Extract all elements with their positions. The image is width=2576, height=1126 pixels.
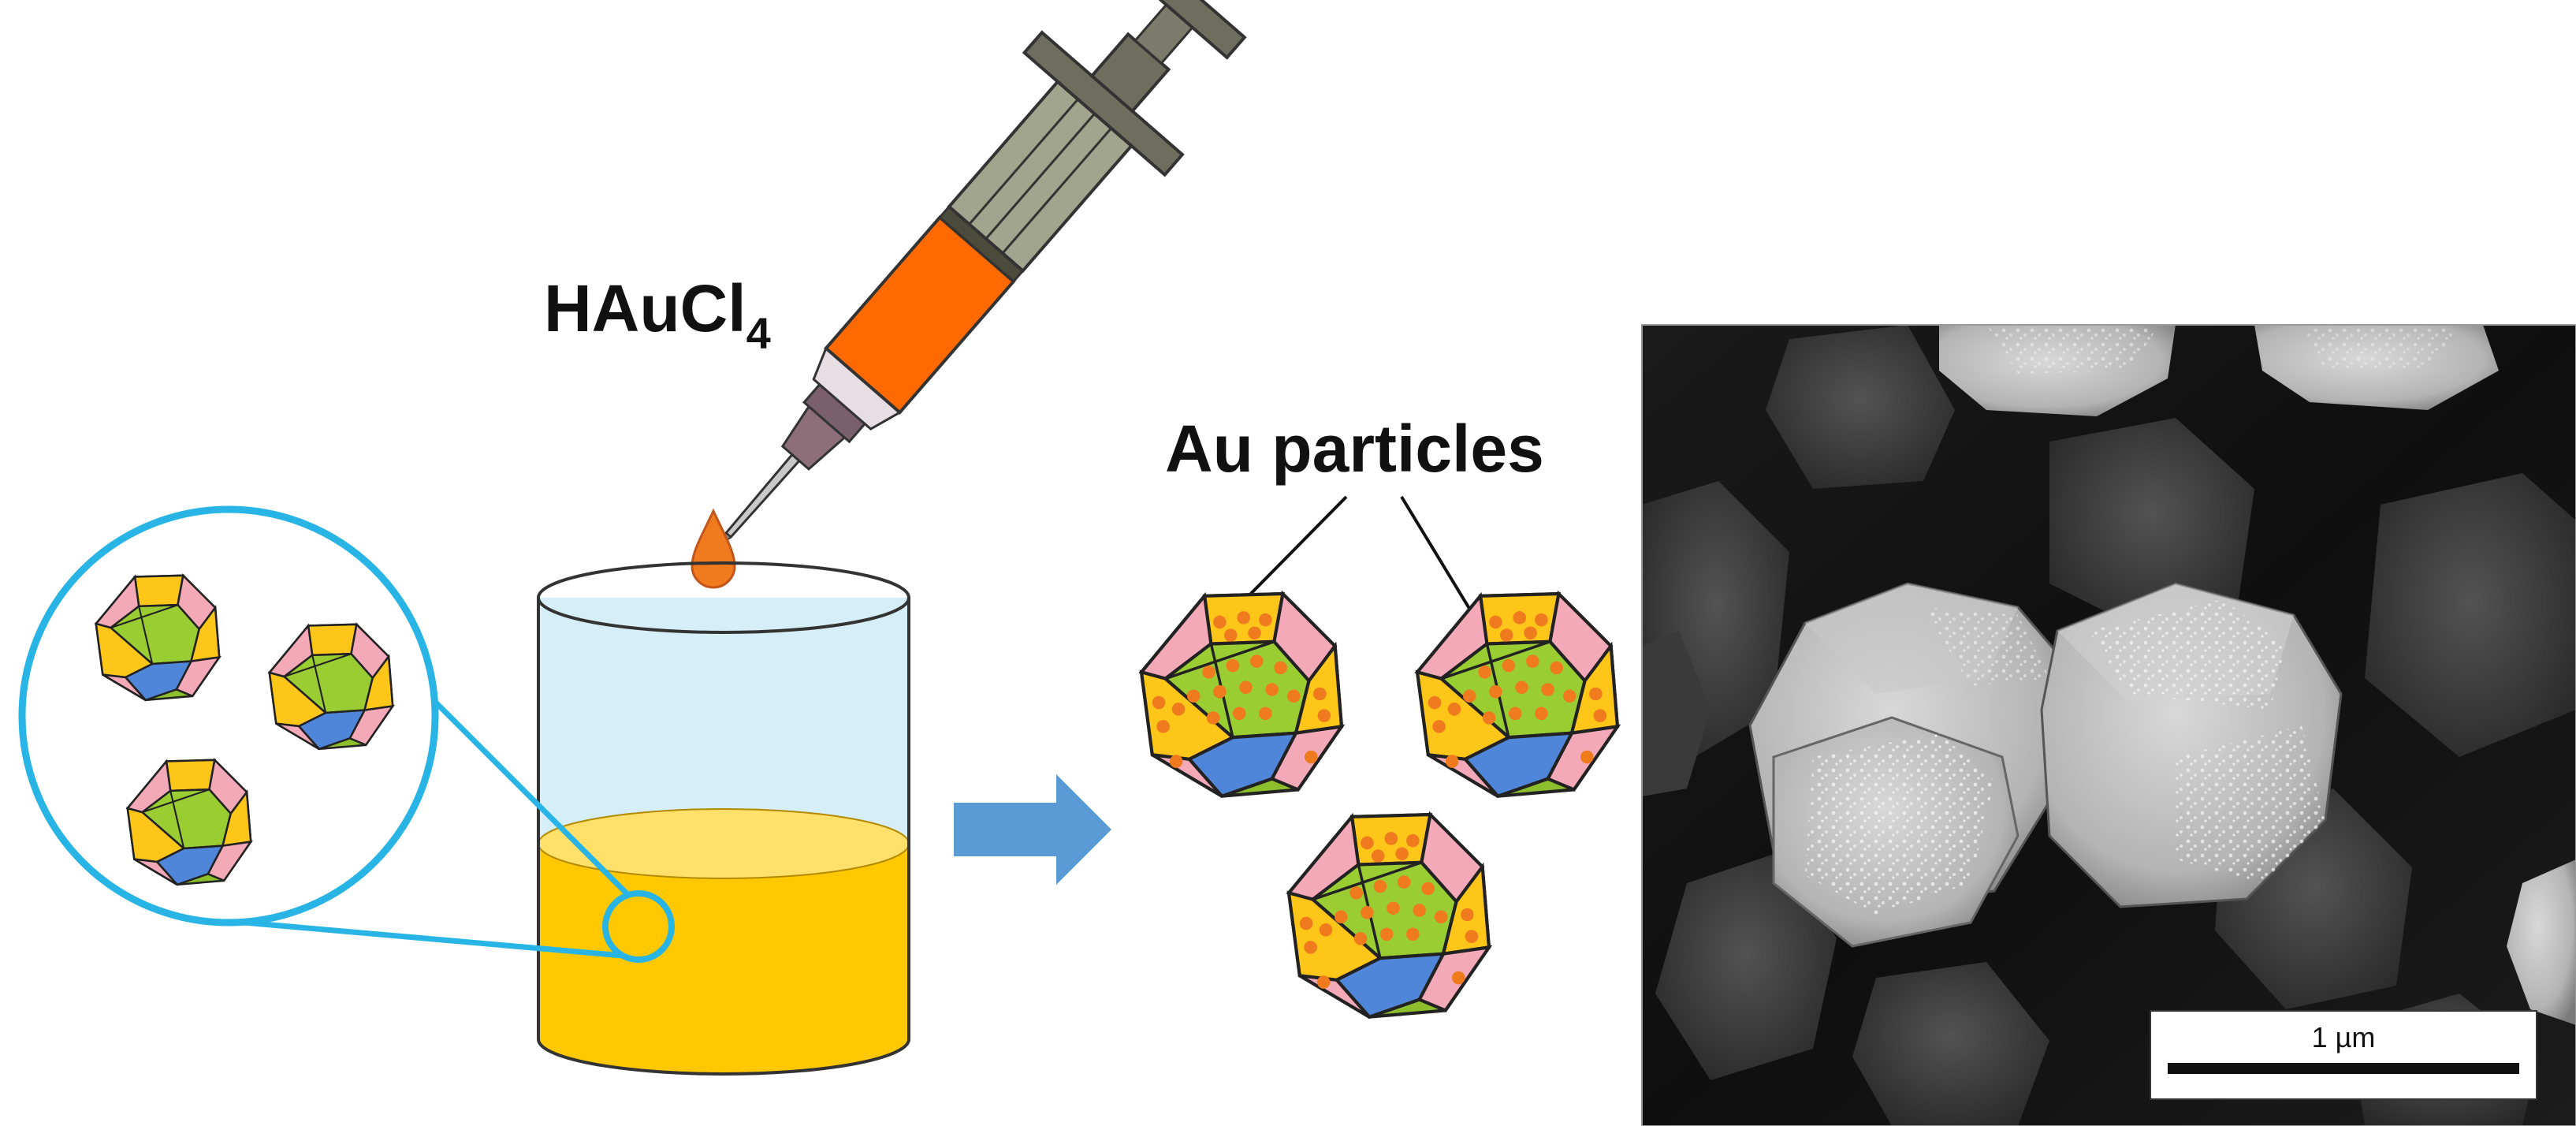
polyhedron-particle-icon <box>1289 815 1489 1017</box>
syringe-icon <box>717 0 1247 548</box>
sem-image <box>1642 325 2576 1126</box>
magnifier-circle-icon <box>602 890 675 963</box>
sem-frame <box>1641 324 2576 1126</box>
scale-bar: 1 µm <box>2150 1010 2537 1100</box>
product-particles <box>1141 594 1617 1017</box>
reagent-label: HAuCl4 <box>544 271 771 358</box>
scale-bar-label: 1 µm <box>2312 1021 2376 1053</box>
droplet-icon <box>691 508 736 589</box>
arrow-right-icon <box>954 774 1111 885</box>
pointer-lines <box>1238 495 1483 631</box>
product-label: Au particles <box>1165 412 1544 486</box>
polyhedron-particle-icon <box>1417 594 1617 796</box>
reagent-subscript: 4 <box>746 308 771 358</box>
zoom-inset <box>18 505 630 959</box>
polyhedron-particle-icon <box>1141 594 1342 796</box>
reagent-formula: HAuCl <box>544 271 746 345</box>
beaker-icon <box>537 561 910 1076</box>
